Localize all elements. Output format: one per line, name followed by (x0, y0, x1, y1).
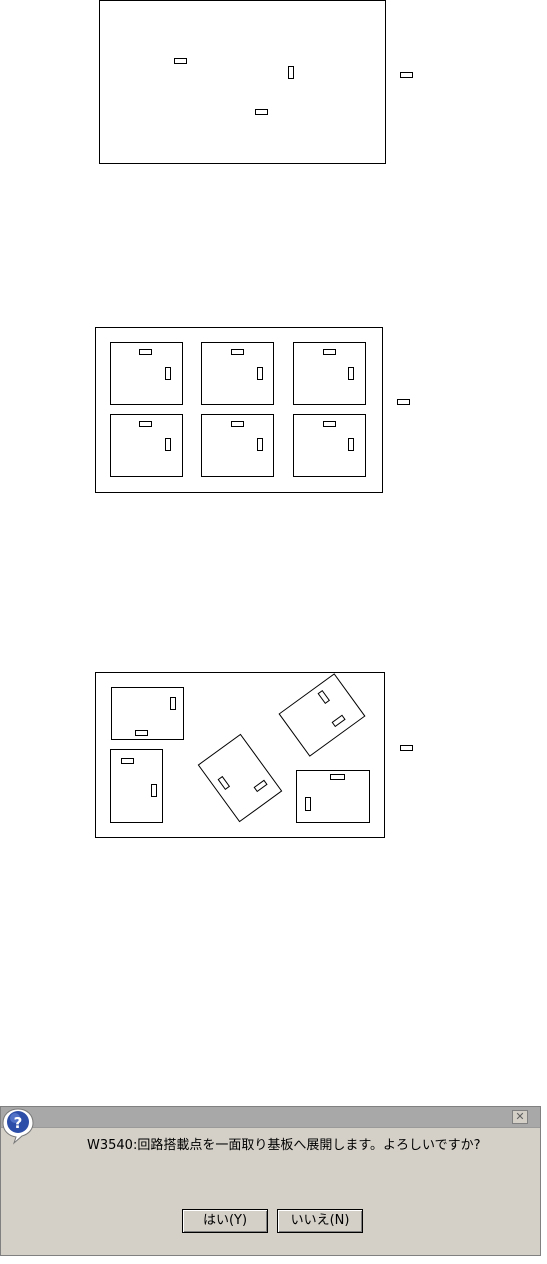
component-mark (166, 368, 171, 380)
confirm-dialog: ✕ ? W3540:回路搭載点を一面取り基板へ展開します。よろしいですか? はい… (0, 1106, 541, 1256)
no-button[interactable]: いいえ(N) (277, 1209, 363, 1233)
close-button[interactable]: ✕ (512, 1110, 528, 1124)
close-icon: ✕ (515, 1110, 524, 1123)
fiducial-mark (398, 400, 410, 405)
fiducial-mark (401, 73, 413, 78)
component-mark (232, 422, 244, 427)
sub-board-upright (297, 771, 370, 823)
component-mark (140, 350, 152, 355)
component-mark (258, 368, 263, 380)
component-mark (166, 439, 171, 451)
component-mark (289, 67, 294, 79)
sub-board-rotated-90 (111, 750, 163, 823)
dialog-titlebar: ✕ (1, 1107, 540, 1128)
component-mark (258, 439, 263, 451)
component-mark (232, 350, 244, 355)
component-mark (140, 422, 152, 427)
component-mark (324, 350, 336, 355)
dialog-message: W3540:回路搭載点を一面取り基板へ展開します。よろしいですか? (87, 1138, 527, 1153)
sub-board-rotated-180 (112, 688, 184, 740)
component-mark (256, 110, 268, 115)
fiducial-mark (401, 746, 413, 751)
yes-button[interactable]: はい(Y) (182, 1209, 268, 1233)
component-mark (349, 439, 354, 451)
question-icon: ? (1, 1107, 35, 1145)
single-board-diagram (100, 1, 413, 164)
component-mark (349, 368, 354, 380)
rotated-panel-diagram (96, 673, 413, 838)
component-mark (175, 59, 187, 64)
panel-grid-diagram (96, 328, 410, 493)
board-diagrams (0, 0, 547, 1100)
svg-text:?: ? (14, 1114, 23, 1132)
board-outline (100, 1, 386, 164)
component-mark (324, 422, 336, 427)
